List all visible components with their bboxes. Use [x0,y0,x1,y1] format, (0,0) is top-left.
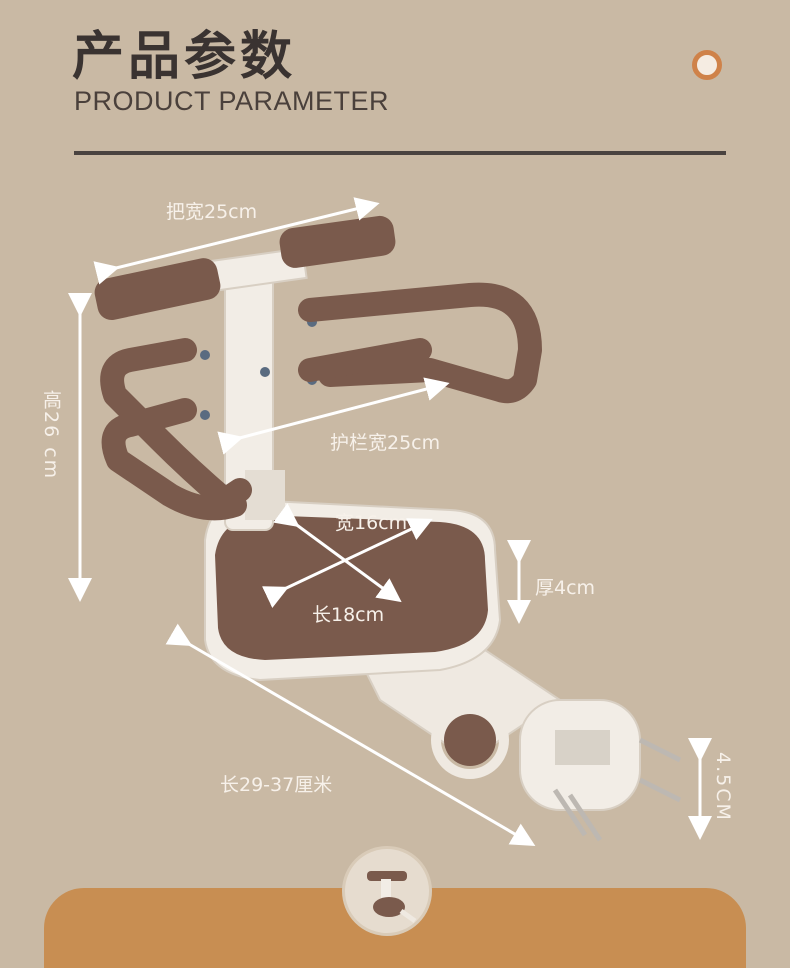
handle-width-label: 把宽25cm [166,201,258,223]
clamp-size-label: 4.5CM [712,752,734,822]
product-illustration [68,197,712,847]
guardrails [100,282,542,521]
total-length-label: 长29-37厘米 [220,774,333,796]
title-divider [74,151,726,155]
guardrail-width-label: 护栏宽25cm [330,432,441,454]
decorative-dot [692,50,722,80]
height-label: 高26 cm [40,390,62,481]
page-subtitle: PRODUCT PARAMETER [74,86,390,116]
dimension-arrows [68,197,712,847]
page-title: 产品参数 [72,27,297,87]
seat-length-label: 长18cm [312,604,385,626]
seat-width-label: 宽16cm [335,512,408,534]
product-thumbnail [342,846,432,936]
seat-thickness-label: 厚4cm [535,577,596,599]
